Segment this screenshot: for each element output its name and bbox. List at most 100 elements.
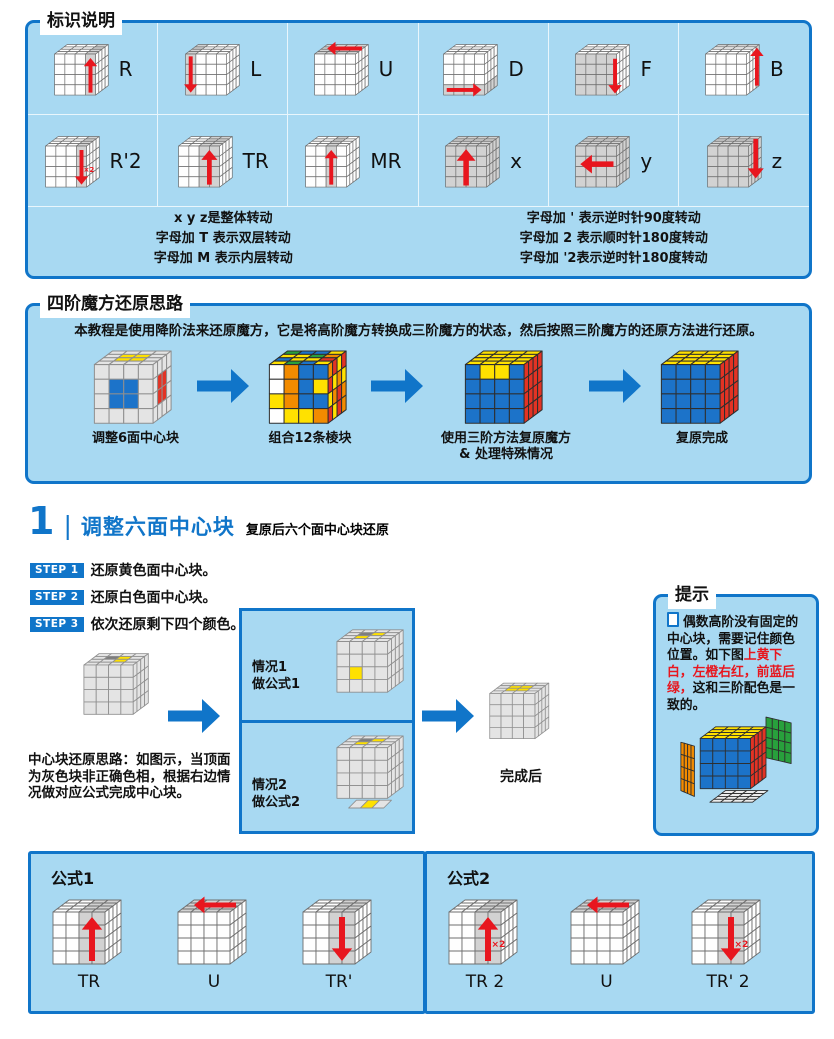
notation-note-line: 字母加 T 表示双层转动 — [155, 230, 291, 246]
formula-move: U — [176, 892, 252, 992]
cube-graphic — [464, 350, 543, 424]
cube-case2 — [335, 728, 409, 814]
notation-label: z — [771, 148, 783, 173]
notation-cell: F — [548, 23, 679, 115]
solving-flow-panel: 四阶魔方还原思路 本教程是使用降阶法来还原魔方，它是将高阶魔方转换成三阶魔方的状… — [25, 292, 812, 484]
cube-graphic — [705, 43, 764, 95]
notation-label: TR — [242, 148, 269, 173]
arrow-right-icon — [371, 369, 424, 403]
formula-move-label: TR' — [325, 972, 353, 992]
cube-graphic: ×2 — [448, 899, 518, 965]
cube-TRp — [301, 892, 377, 970]
cube-flow3 — [463, 342, 549, 430]
notation-label: x — [510, 148, 522, 173]
case-label-line: 情况2 — [252, 777, 288, 793]
section1-divider: | — [63, 511, 72, 540]
svg-text:×2: ×2 — [492, 940, 506, 950]
cube-Uf — [176, 892, 252, 970]
cube-graphic — [83, 653, 149, 715]
notation-cell: D — [418, 23, 549, 115]
flow-arrow — [587, 368, 643, 408]
svg-text:×2: ×2 — [83, 165, 94, 174]
cube-TR — [51, 892, 127, 970]
cube-graphic — [94, 350, 173, 424]
notation-cell: MR — [288, 115, 419, 207]
cube-graphic — [305, 135, 360, 187]
cube-D — [442, 38, 502, 100]
flow-stage: 使用三阶方法复原魔方& 处理特殊情况 — [441, 342, 571, 463]
case-label-line: 做公式2 — [252, 794, 301, 810]
cube-graphic — [177, 135, 233, 187]
cube-flow2 — [267, 342, 353, 430]
cube-L — [184, 38, 244, 100]
notation-notes: x y z是整体转动字母加 T 表示双层转动字母加 M 表示内层转动 字母加 '… — [28, 207, 809, 270]
notation-note-line: 字母加 '2表示逆时针180度转动 — [519, 250, 708, 266]
flow-stage-label: 复原完成 — [676, 431, 728, 447]
notation-label: D — [508, 56, 524, 81]
cube-graphic — [445, 135, 500, 187]
cube-graphic: ×2 — [691, 899, 761, 965]
cube-graphic — [706, 135, 764, 187]
cube-graphic — [52, 899, 122, 965]
done-label: 完成后 — [500, 769, 542, 785]
flow-stage-label-line: 使用三阶方法复原魔方 — [441, 431, 572, 446]
cube-graphic — [660, 350, 739, 424]
cube-TR2: ×2 — [447, 892, 523, 970]
section1-title: 调整六面中心块 — [80, 515, 235, 539]
cube-F — [574, 38, 634, 100]
cube-TR — [177, 130, 237, 192]
flow-arrow — [420, 698, 476, 738]
tip-panel-title: 提示 — [668, 583, 716, 609]
arrow-right-icon — [422, 699, 474, 733]
notation-note-line: x y z是整体转动 — [174, 210, 273, 226]
case-label-line: 情况1 — [252, 660, 288, 675]
cube-graphic — [575, 43, 631, 95]
formula-title: 公式2 — [447, 869, 491, 888]
cube-flow4 — [659, 342, 745, 430]
notation-panel-title: 标识说明 — [40, 9, 122, 35]
tip-panel: 提示 偶数高阶没有固定的中心块，需要记住颜色位置。如下图上黄下白，左橙右红，前蓝… — [653, 583, 819, 836]
tip-text-post: 这和三阶配色是一致的。 — [667, 681, 795, 713]
cube-graphic — [336, 629, 404, 693]
cube-R — [53, 38, 113, 100]
notation-cell: z — [678, 115, 809, 207]
center-note-text: 中心块还原思路：如图示，当顶面为灰色块非正确色相，根据右边情况做对应公式完成中心… — [28, 752, 231, 801]
cube-graphic — [443, 43, 498, 97]
notation-label: R'2 — [109, 148, 142, 173]
cube-TRp2: ×2 — [690, 892, 766, 970]
flow-stage-label: 调整6面中心块 — [92, 431, 179, 447]
formula-move-label: TR' 2 — [706, 972, 750, 992]
notation-label: MR — [370, 148, 402, 173]
step-badge: STEP 2 — [30, 589, 84, 605]
cube-y — [574, 130, 634, 192]
notation-cell: U — [288, 23, 419, 115]
flow-stage-label-line: 调整6面中心块 — [91, 431, 180, 446]
notation-label: B — [770, 56, 784, 81]
step-row: STEP 3 依次还原剩下四个颜色。 — [30, 614, 245, 634]
step-badge: STEP 3 — [30, 616, 84, 632]
formula-move-label: TR — [77, 972, 101, 992]
tip-text: 偶数高阶没有固定的中心块，需要记住颜色位置。如下图上黄下白，左橙右红，前蓝后绿，… — [667, 612, 807, 715]
center-intro-cube — [82, 646, 154, 720]
cube-graphic — [489, 682, 550, 740]
flow-arrow — [166, 698, 222, 738]
cube-graphic — [302, 899, 372, 965]
flow-stage: 组合12条棱块 — [267, 342, 353, 447]
step-text: 依次还原剩下四个颜色。 — [90, 617, 245, 633]
note-icon — [667, 612, 679, 627]
tip-text-pre: 偶数高阶没有固定的中心块，需要记住颜色位置。如下图 — [667, 615, 799, 664]
cube-graphic — [336, 735, 404, 808]
notation-label: U — [378, 56, 394, 81]
arrow-right-icon — [168, 699, 220, 733]
notation-notes-right: 字母加 ' 表示逆时针90度转动字母加 2 表示顺时针180度转动字母加 '2表… — [419, 209, 810, 269]
cube-flow1 — [92, 342, 178, 430]
